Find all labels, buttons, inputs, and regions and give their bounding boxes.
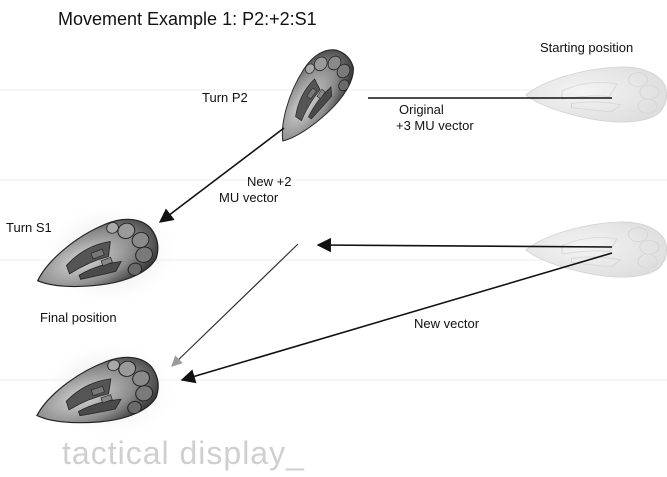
- watermark-tactical-display: tactical display_: [62, 435, 305, 471]
- new-vector-connector-arrow: [171, 243, 299, 367]
- label-original-line2: +3 MU vector: [396, 118, 474, 133]
- label-final-position: Final position: [40, 310, 117, 325]
- diagram-title: Movement Example 1:P2:+2:S1: [58, 9, 317, 30]
- title-code: P2:+2:S1: [242, 9, 317, 29]
- label-turn-s1: Turn S1: [6, 220, 52, 235]
- label-new-plus2-line2: MU vector: [219, 190, 279, 205]
- ghost-ship-new-position: [525, 221, 667, 278]
- title-prefix: Movement Example 1:: [58, 9, 238, 29]
- label-new-vector: New vector: [414, 316, 480, 331]
- label-new-plus2-line1: New +2: [247, 174, 292, 189]
- label-turn-p2: Turn P2: [202, 90, 248, 105]
- new-vector-upper-arrow: [316, 237, 613, 253]
- ghost-ship-starting-position: [525, 66, 667, 123]
- new-plus2-vector-arrow: [158, 127, 285, 223]
- label-original-line1: Original: [399, 102, 444, 117]
- ship-turn-p2: [262, 39, 364, 155]
- label-starting-position: Starting position: [540, 40, 634, 55]
- new-vector-lower-arrow: [180, 252, 613, 384]
